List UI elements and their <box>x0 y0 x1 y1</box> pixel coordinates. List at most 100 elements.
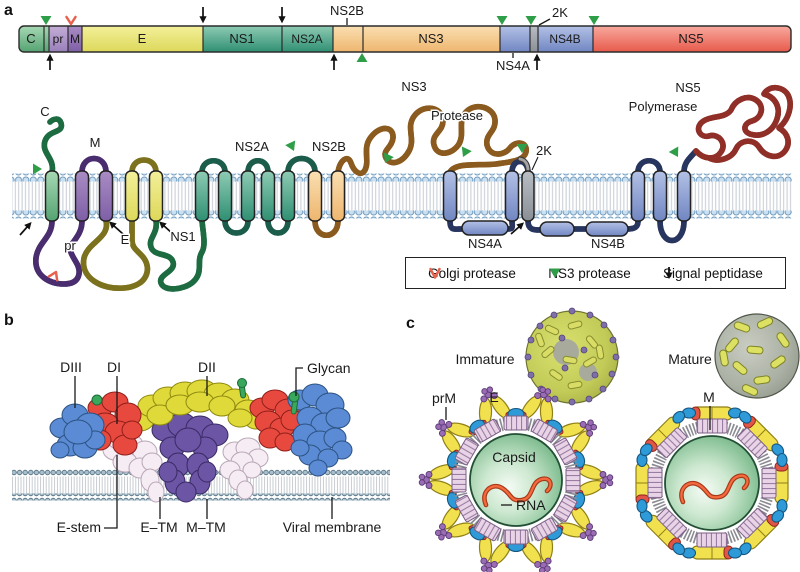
label-viral-membrane: Viral membrane <box>283 519 382 535</box>
tm-ns2a-2 <box>217 170 233 222</box>
callout-prm: prM <box>432 390 456 420</box>
ns3-chain <box>335 107 526 174</box>
genome-label-pr: pr <box>53 32 64 46</box>
label-m-tm: M–TM <box>186 519 226 535</box>
ns3-protease-arrowhead-icon <box>549 268 561 278</box>
svg-text:2K: 2K <box>552 5 568 20</box>
svg-text:NS2B: NS2B <box>330 3 364 18</box>
label-e-stem: E-stem <box>57 519 101 535</box>
tm-ns4a-2 <box>504 170 520 222</box>
genome-label-ns5: NS5 <box>678 31 703 46</box>
tm-ns2a-4 <box>260 170 276 222</box>
immature-virion-3d <box>524 307 620 406</box>
ns5-chain <box>693 88 790 160</box>
legend-signal-label: Signal peptidase <box>663 265 763 281</box>
genome-segment-pr <box>49 26 68 52</box>
label-rna: RNA <box>516 497 546 513</box>
mature-virion-3d <box>714 313 800 399</box>
protease-legend: Golgi protease NS3 protease Signal pepti… <box>405 257 786 289</box>
label-e-tm: E–TM <box>140 519 177 535</box>
tm-ns4b-3 <box>676 170 692 222</box>
tm-2k <box>521 170 535 222</box>
tm-ns2b-1 <box>307 170 323 222</box>
label-di: DI <box>107 359 121 375</box>
mature-membrane-ring <box>647 418 777 548</box>
legend-ns3-protease: NS3 protease <box>548 266 631 281</box>
label-mature: Mature <box>668 351 712 367</box>
di-blobs <box>87 389 304 456</box>
legend-golgi-label: Golgi protease <box>428 265 516 281</box>
panel-a-diagram: C pr M E NS1 NS2A NS3 NS4B NS5 NS2B 2K N… <box>12 3 800 300</box>
genome-segment-ns5 <box>593 26 791 52</box>
membrane-topology: C M pr E NS1 NS2A NS2B NS3 Protease NS4A… <box>12 79 792 289</box>
genome-segment-ns4a <box>500 26 530 52</box>
ns4a-helix-cylinder <box>461 220 509 236</box>
genome-golgi-protease-marker <box>65 15 77 26</box>
diii-blobs <box>49 383 353 477</box>
ns4a-chain <box>447 156 531 229</box>
label-m-mature: M <box>703 389 715 405</box>
tm-ns2a-1 <box>194 170 210 222</box>
genome-signal-peptidase-arrows <box>46 7 541 70</box>
genome-segment-m <box>68 26 82 52</box>
tm-e-1 <box>124 170 140 222</box>
dii-blobs <box>125 379 268 432</box>
ns2a-loops <box>199 159 318 234</box>
topology-label-ns2a: NS2A <box>235 139 269 154</box>
svg-text:2K: 2K <box>536 143 552 158</box>
genome-segment-2k <box>530 26 538 52</box>
genome-label-ns1: NS1 <box>229 31 254 46</box>
label-glycan: Glycan <box>307 360 351 376</box>
genome-segment-ns1-ns2a <box>203 26 333 52</box>
genome-label-ns3: NS3 <box>418 31 443 46</box>
genome-segment-e <box>82 26 203 52</box>
tm-ns4a <box>442 170 458 222</box>
tm-ns4b-2 <box>652 170 668 222</box>
label-dii: DII <box>198 359 216 375</box>
tm-capsid-anchor <box>44 170 60 222</box>
immature-capsid <box>469 433 563 527</box>
tm-m-1 <box>74 170 90 222</box>
ns4b-helix-cylinders <box>539 221 629 237</box>
topology-label-ns4b: NS4B <box>591 236 625 251</box>
callout-rna: RNA <box>501 497 546 513</box>
tm-ns2b-2 <box>330 170 346 222</box>
label-immature: Immature <box>455 351 514 367</box>
label-prm: prM <box>432 390 456 406</box>
topology-label-m: M <box>90 135 101 150</box>
topology-signal-peptidase-arrows <box>19 221 525 236</box>
topology-label-ns4a: NS4A <box>468 236 502 251</box>
pr-loop <box>36 218 85 287</box>
callout-m: M <box>703 389 715 430</box>
topology-label-ns5-polymerase: Polymerase <box>629 99 698 114</box>
label-capsid: Capsid <box>492 449 536 465</box>
genome-callout-ns2b: NS2B <box>330 3 364 25</box>
legend-signal-peptidase: Signal peptidase <box>663 266 763 281</box>
panel-letter-c: c <box>406 315 415 332</box>
ns1-chain <box>150 218 204 289</box>
tm-m-2 <box>98 170 114 222</box>
mature-virion-schematic: M <box>635 389 789 560</box>
topology-label-ns3-protease: Protease <box>431 108 483 123</box>
m-tm-blobs <box>151 412 229 503</box>
panel-letter-a: a <box>4 2 13 19</box>
genome-label-ns4b: NS4B <box>549 32 580 46</box>
genome-label-e: E <box>138 31 147 46</box>
tm-e-2 <box>148 170 164 222</box>
topology-label-ns5: NS5 <box>675 80 700 95</box>
topology-label-ns3: NS3 <box>401 79 426 94</box>
legend-ns3-label: NS3 protease <box>548 265 631 281</box>
topology-label-pr: pr <box>64 238 76 253</box>
topology-label-e: E <box>121 232 130 247</box>
genome-segment-dividers <box>43 26 594 52</box>
genome-label-ns2a: NS2A <box>291 32 322 46</box>
topology-label-c: C <box>40 104 49 119</box>
immature-membrane-ring <box>451 415 581 545</box>
panel-b-callouts: DIII DI DII Glycan E-stem E–TM M–TM Vira… <box>57 359 382 535</box>
ns2b-loop <box>312 218 341 235</box>
tm-ns4b-1 <box>630 170 646 222</box>
svg-text:NS4A: NS4A <box>496 58 530 73</box>
e-loop <box>84 160 159 288</box>
panel-letter-b: b <box>4 312 14 329</box>
m-loop <box>79 159 109 175</box>
